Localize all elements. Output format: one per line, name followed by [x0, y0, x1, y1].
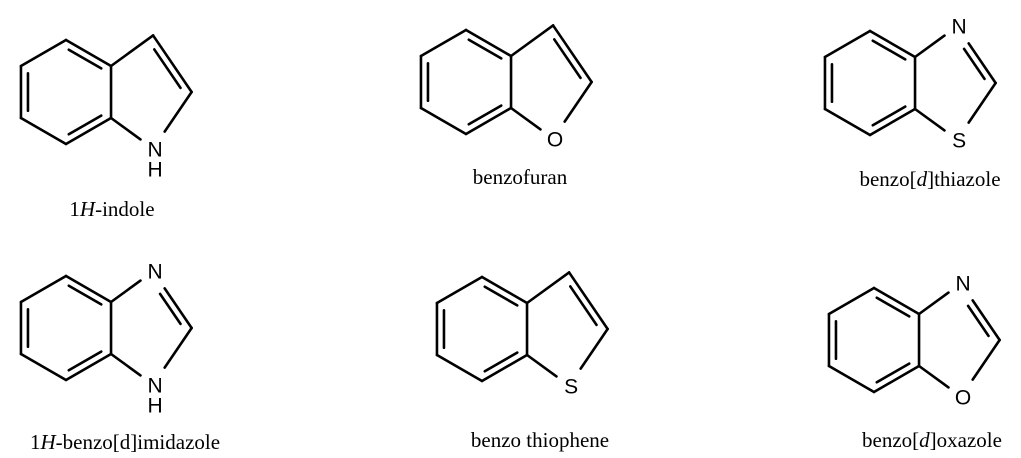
bond — [467, 38, 503, 60]
bond — [913, 107, 946, 132]
molecule-benzoxazole: N O benzo[d]oxazole — [827, 272, 1002, 452]
bond — [64, 274, 113, 304]
bond — [109, 352, 142, 377]
molecule-benzimidazole: N N H 1H-benzo[d]imidazole — [19, 260, 220, 454]
atom-N3-benzimidazole: N — [148, 260, 163, 283]
bond — [525, 271, 571, 305]
atom-N-benzothiazole: N — [952, 15, 967, 38]
bond — [19, 274, 68, 304]
atom-H-benzimidazole: H — [148, 395, 163, 418]
bond — [871, 39, 907, 61]
bond — [158, 292, 182, 326]
bond — [509, 106, 542, 131]
bond — [483, 285, 519, 307]
bond — [962, 47, 986, 81]
bond — [163, 326, 193, 369]
bond — [823, 107, 872, 137]
bond — [19, 116, 68, 146]
molecule-benzofuran: O benzofuran — [419, 24, 593, 189]
bond — [569, 285, 598, 327]
molecule-benzothiazole: N S benzo[d]thiazole — [823, 15, 1001, 191]
atom-O-benzofuran: O — [547, 129, 563, 152]
bond — [480, 275, 529, 305]
bonds-benzimidazole — [19, 274, 193, 382]
bond — [967, 81, 997, 124]
caption-benzoxazole: benzo[d]oxazole — [862, 428, 1002, 452]
bond — [67, 284, 103, 306]
bond — [467, 104, 503, 126]
atom-N-indole: N — [148, 139, 163, 162]
bond — [509, 24, 555, 58]
bond — [875, 296, 911, 318]
bond — [19, 38, 68, 68]
bond — [435, 275, 484, 305]
bond — [109, 34, 155, 68]
atom-S-benzothiazole: S — [952, 130, 966, 153]
molecule-benzothiophene: S benzo thiophene — [435, 271, 609, 452]
bond — [67, 350, 103, 372]
bond — [868, 107, 917, 137]
bond — [163, 90, 193, 133]
bonds-benzoxazole — [827, 286, 1001, 394]
bond — [64, 116, 113, 146]
bonds-benzothiazole — [823, 29, 997, 137]
bond — [567, 271, 609, 331]
atom-N1-benzimidazole: N — [148, 375, 163, 398]
bond — [419, 28, 468, 58]
caption-benzothiophene: benzo thiophene — [471, 428, 609, 452]
atom-H-indole: H — [148, 159, 163, 182]
bond — [967, 42, 997, 85]
bond — [109, 279, 142, 304]
bond — [579, 327, 609, 370]
atom-S-benzothiophene: S — [564, 376, 578, 399]
bond — [827, 286, 876, 316]
bond — [19, 352, 68, 382]
bond — [872, 286, 921, 316]
bond — [109, 116, 142, 141]
bond — [483, 351, 519, 373]
bond — [67, 48, 103, 70]
bond — [872, 364, 921, 394]
atom-N-benzoxazole: N — [956, 272, 971, 295]
bond — [480, 353, 529, 383]
caption-benzothiazole: benzo[d]thiazole — [859, 167, 1000, 191]
bond — [917, 291, 950, 316]
bond — [971, 338, 1001, 381]
bond — [64, 38, 113, 68]
bonds-benzofuran — [419, 24, 593, 136]
bond — [917, 364, 950, 389]
bond — [966, 304, 990, 338]
bond — [563, 80, 593, 123]
bond — [553, 38, 582, 80]
bond — [64, 352, 113, 382]
molecule-indole: N H 1H-indole — [19, 34, 193, 221]
bond — [875, 362, 911, 384]
bond — [827, 364, 876, 394]
bond — [871, 105, 907, 127]
bond — [551, 24, 593, 84]
caption-benzimidazole: 1H-benzo[d]imidazole — [30, 430, 220, 454]
bond — [868, 29, 917, 59]
bond — [823, 29, 872, 59]
bond — [67, 114, 103, 136]
bond — [419, 106, 468, 136]
bond — [153, 48, 182, 90]
bond — [435, 353, 484, 383]
bond — [971, 299, 1001, 342]
bonds-indole — [19, 34, 193, 146]
bond — [464, 106, 513, 136]
bond — [151, 34, 193, 94]
caption-indole: 1H-indole — [69, 197, 154, 221]
bond — [525, 353, 558, 378]
atom-O-benzoxazole: O — [955, 387, 971, 410]
bond — [464, 28, 513, 58]
bond — [913, 34, 946, 59]
caption-benzofuran: benzofuran — [473, 165, 568, 189]
bond — [163, 287, 193, 330]
bonds-benzothiophene — [435, 271, 609, 383]
